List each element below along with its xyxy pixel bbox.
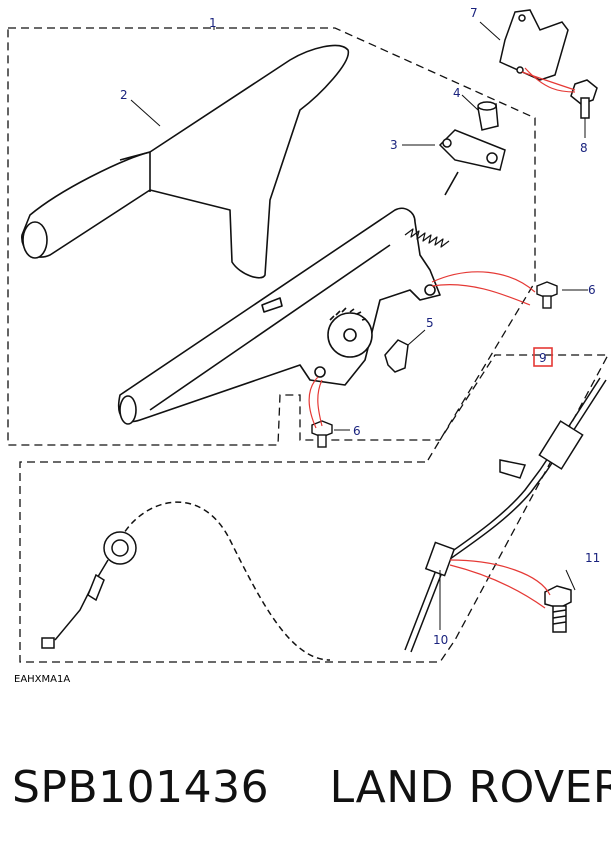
callout-9: 9 xyxy=(539,351,547,365)
callout-11: 11 xyxy=(585,551,600,565)
caption: SPB101436 LAND ROVER xyxy=(12,762,611,822)
group-outline-handbrake xyxy=(7,27,610,663)
callout-7: 7 xyxy=(470,6,478,20)
part-number: SPB101436 xyxy=(12,762,270,813)
highlight-leaders xyxy=(308,67,576,609)
bolt-6-lower xyxy=(311,420,333,448)
callout-6-upper: 6 xyxy=(588,283,596,297)
callout-6-lower: 6 xyxy=(353,424,361,438)
callout-5: 5 xyxy=(426,316,434,330)
handbrake-lever xyxy=(21,44,459,425)
parts-diagram: 1 2 3 4 5 6 6 7 8 9 10 11 EAHXMA1A xyxy=(7,6,610,685)
callout-leaders xyxy=(130,21,588,630)
reference-code: EAHXMA1A xyxy=(14,674,70,685)
callout-10: 10 xyxy=(433,633,448,647)
callout-4: 4 xyxy=(453,86,461,100)
callout-2: 2 xyxy=(120,88,128,102)
bracket-assembly xyxy=(384,101,506,373)
cable-assembly xyxy=(41,377,607,661)
bolt-6-upper xyxy=(536,281,558,309)
bolt-11 xyxy=(544,585,572,633)
callout-3: 3 xyxy=(390,138,398,152)
mounting-bracket xyxy=(499,9,598,119)
callout-1: 1 xyxy=(209,16,217,30)
brand-name: LAND ROVER xyxy=(329,762,611,813)
callout-9-highlight-box xyxy=(533,347,553,367)
callout-8: 8 xyxy=(580,141,588,155)
